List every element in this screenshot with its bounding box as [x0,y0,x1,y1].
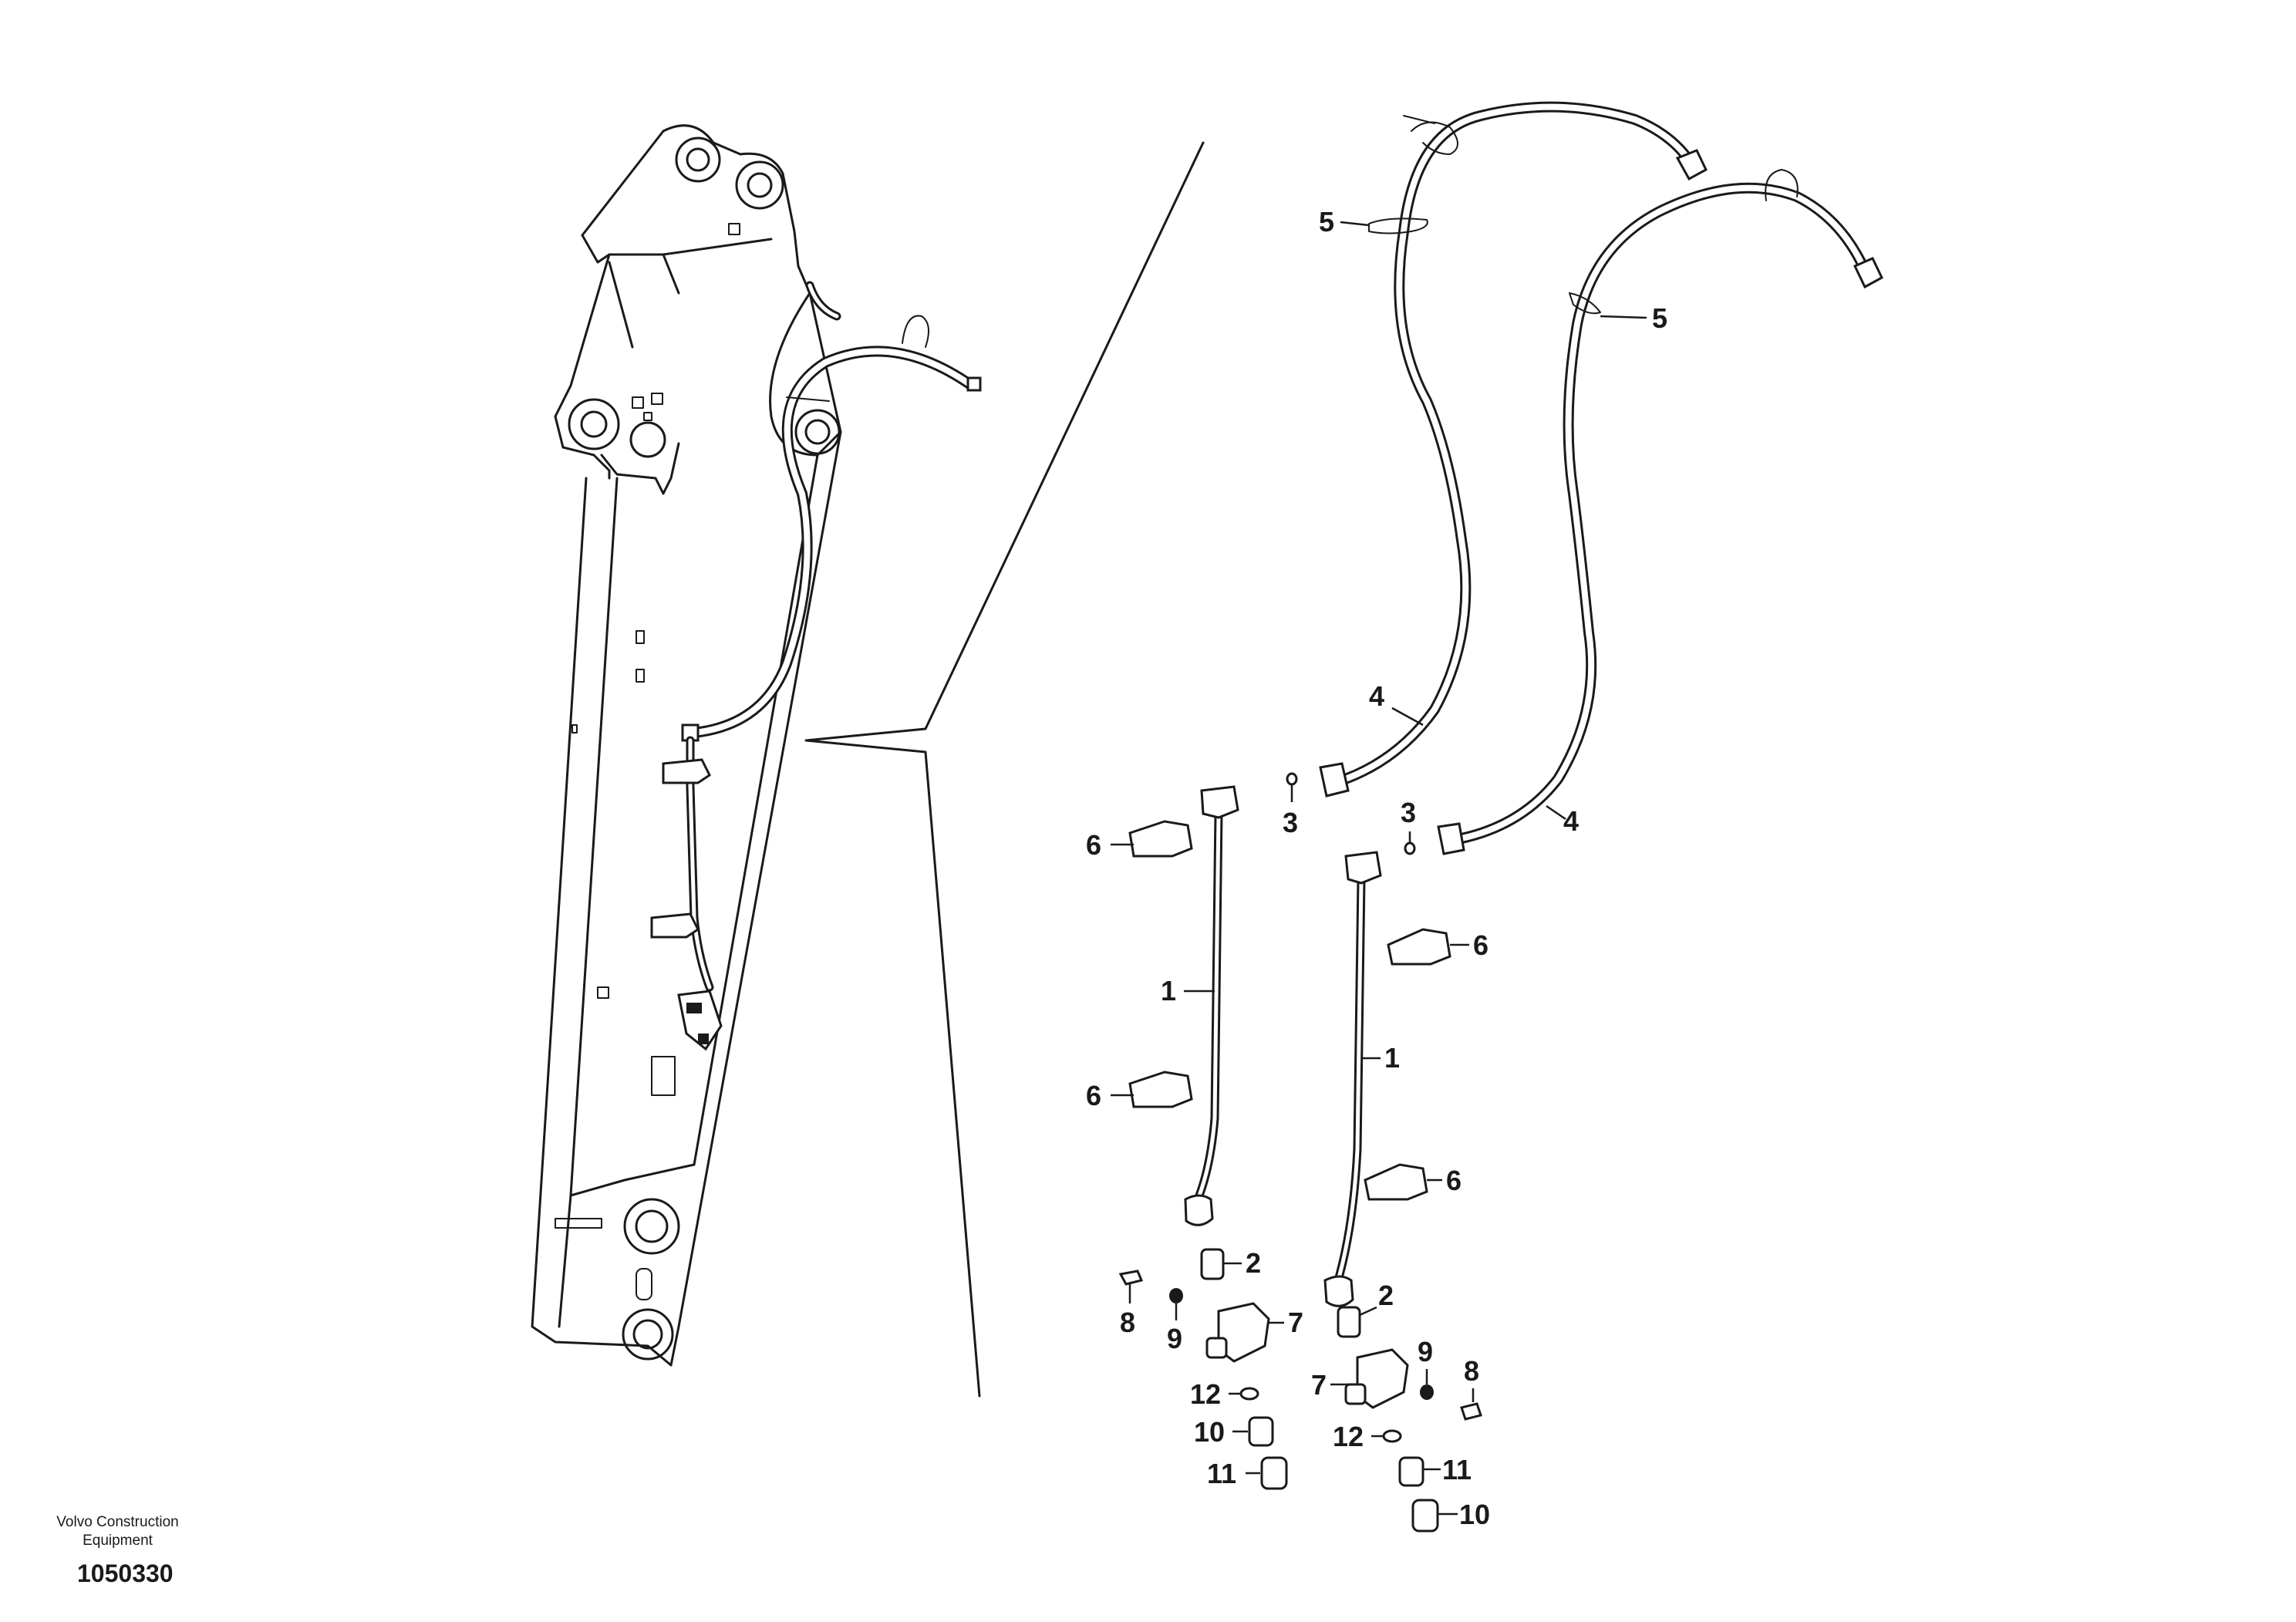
callouts: 5 5 4 4 3 3 6 6 6 6 1 1 2 2 8 8 [1086,206,1667,1530]
callout-10b: 10 [1459,1499,1490,1530]
callout-8b: 8 [1464,1355,1479,1387]
company-caption: Volvo Construction Equipment [56,1514,179,1549]
callout-2a: 2 [1246,1247,1261,1279]
callout-8a: 8 [1120,1307,1135,1338]
small-parts [1118,772,1482,1533]
callout-3b: 3 [1401,797,1416,828]
callout-3a: 3 [1283,807,1298,838]
callout-11b: 11 [1442,1454,1472,1485]
callout-1a: 1 [1161,975,1176,1007]
callout-7a: 7 [1288,1307,1303,1338]
callout-5b: 5 [1652,302,1667,334]
callout-9b: 9 [1418,1336,1433,1367]
pipe-left [1184,785,1239,1226]
callout-2b: 2 [1378,1280,1394,1311]
drawing-number: 1050330 [77,1560,174,1587]
callout-4a: 4 [1369,680,1384,712]
callout-6b: 6 [1086,1080,1101,1111]
callout-11a: 11 [1207,1458,1236,1489]
callout-7b: 7 [1311,1369,1327,1401]
callout-6d: 6 [1446,1165,1462,1196]
hose-right [1437,169,1883,855]
boom-arm [531,124,982,1367]
callout-9a: 9 [1167,1323,1182,1354]
callout-5a: 5 [1319,206,1334,238]
callout-12a: 12 [1190,1378,1221,1410]
callout-12b: 12 [1333,1421,1364,1452]
callout-1b: 1 [1384,1042,1400,1074]
detail-wedge [804,141,1205,1398]
callout-6a: 6 [1086,829,1101,861]
hose-left [1319,101,1708,798]
pipe-right [1323,851,1382,1307]
callout-6c: 6 [1473,929,1489,961]
callout-4b: 4 [1563,805,1579,837]
callout-10a: 10 [1194,1416,1225,1448]
clamps [1128,820,1451,1201]
